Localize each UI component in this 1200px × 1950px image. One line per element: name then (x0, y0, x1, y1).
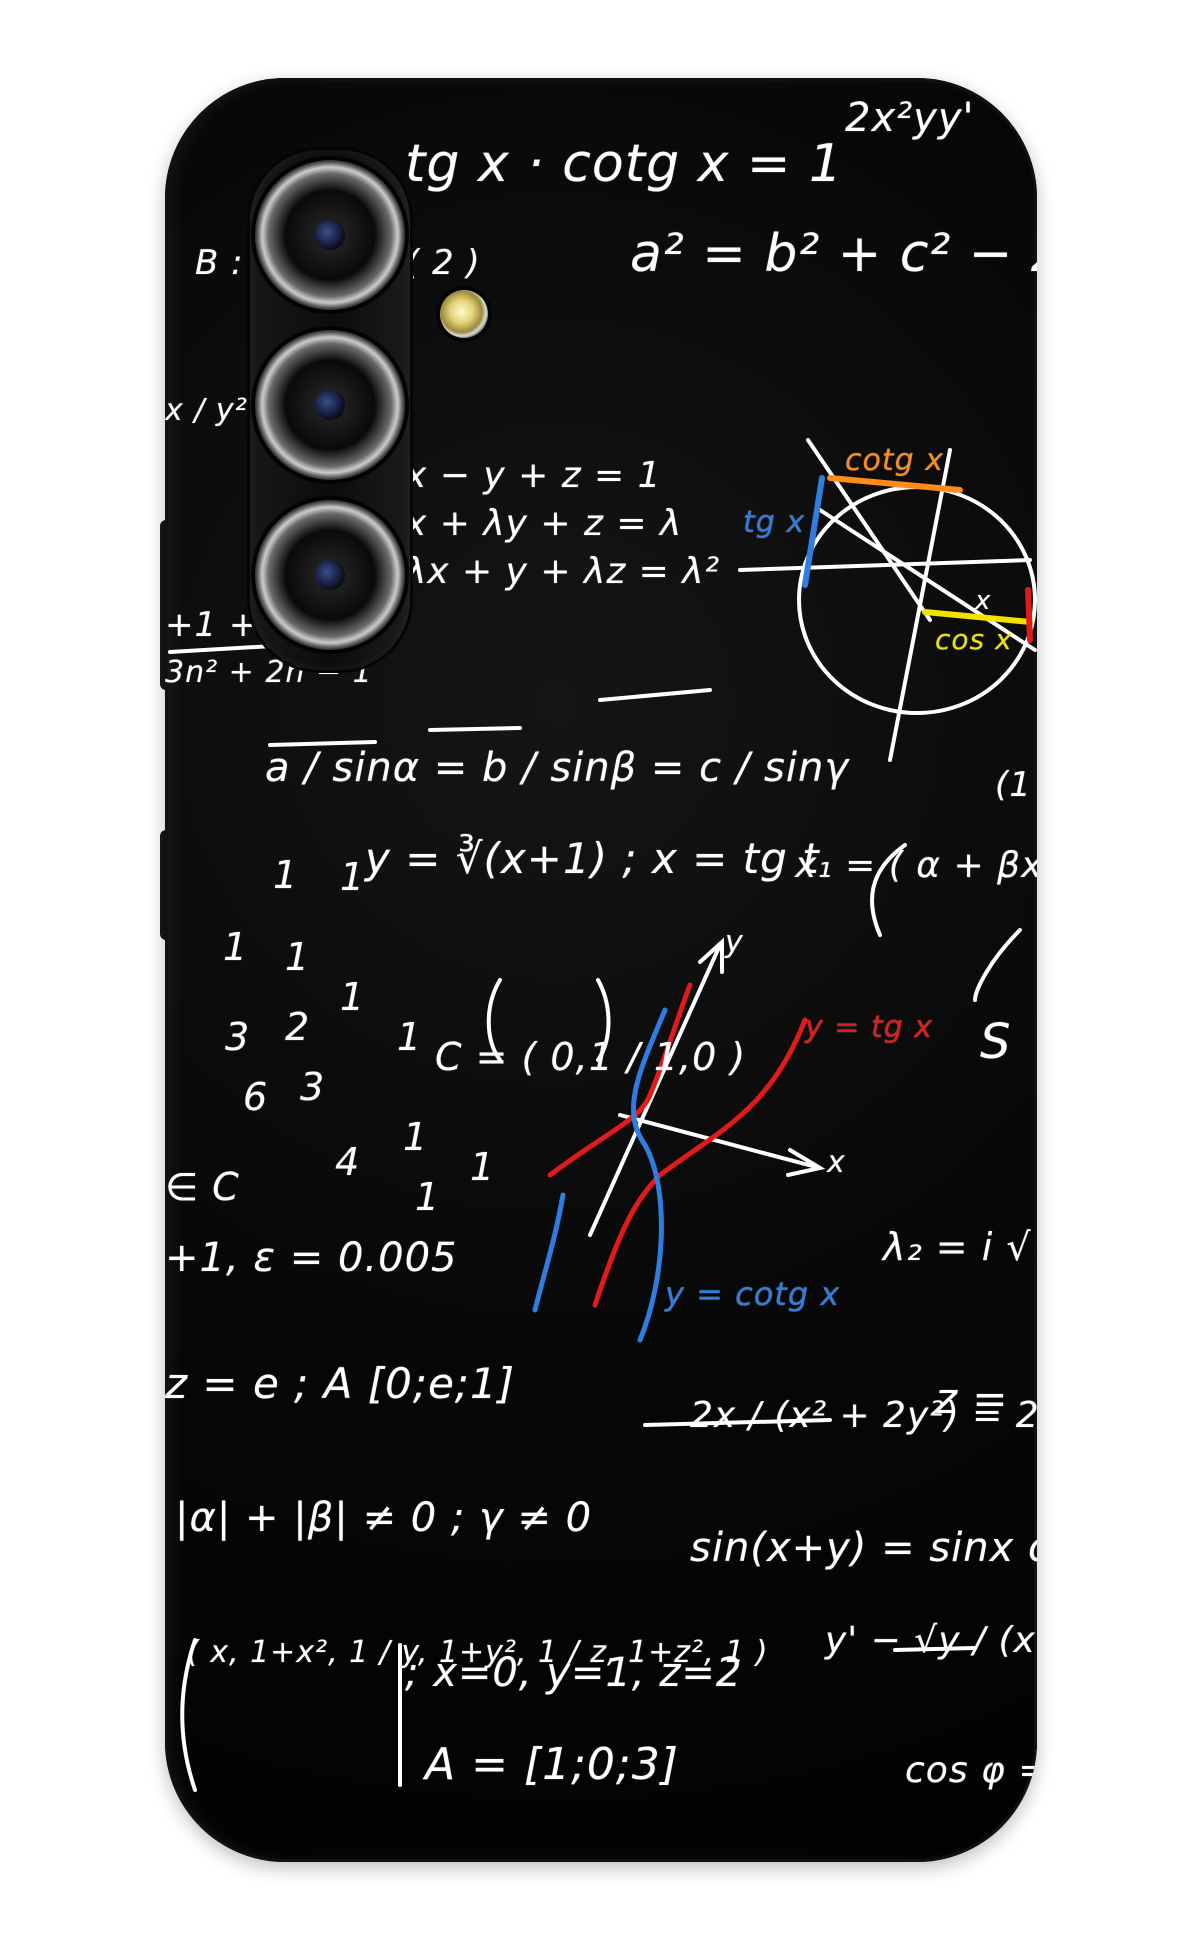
triangle-number: 1 (273, 853, 299, 897)
sine-bar-2 (428, 726, 522, 732)
label-cosx: cos x (935, 623, 1013, 656)
label-tgx: tg x (743, 505, 806, 540)
formula-fraction-2x: 2x / (x² + 2y²) = 2 (690, 1395, 1037, 1436)
graph-label-cotgx: y = cotg x (665, 1275, 841, 1313)
sin-segment (1025, 587, 1033, 643)
circle-diagonal-2 (818, 508, 1037, 652)
triangle-number: 1 (340, 855, 366, 899)
cotg-curve-2 (631, 1007, 668, 1343)
formula-a-vector: A = [1;0;3] (425, 1739, 679, 1790)
sine-bar-3 (598, 688, 712, 702)
triangle-number: 1 (340, 975, 366, 1019)
formula-lambda2: λ₂ = i √ (883, 1225, 1032, 1269)
formula-cos-phi: cos φ = (905, 1750, 1037, 1791)
x1-paren-right (973, 928, 1022, 1002)
camera-lens-middle (255, 330, 405, 480)
matrix-c-right (596, 978, 611, 1062)
formula-system-3: λx + y + λz = λ² (405, 551, 721, 592)
label-circle-paren: (1 (995, 765, 1032, 805)
formula-alpha-beta: |α| + |β| ≠ 0 ; γ ≠ 0 (175, 1495, 593, 1541)
triangle-number: 1 (223, 925, 249, 969)
formula-y-prime: y' − √y / (x+2) = (825, 1620, 1037, 1661)
camera-lens-top (255, 160, 405, 310)
triangle-number: 2 (285, 1005, 311, 1049)
phone-case: tg x · cotg x = 1 2x²yy' a² = b² + c² − … (165, 78, 1037, 1862)
cotg-curve-1 (532, 1192, 566, 1313)
cos-segment (922, 609, 1033, 625)
graph-y-arrow (698, 937, 724, 974)
triangle-number: 1 (285, 935, 311, 979)
circle-horizontal-axis (738, 558, 1032, 572)
formula-system-1: x − y + z = 1 (405, 455, 662, 496)
label-circle-x: x (975, 586, 992, 616)
graph-label-y: y (725, 925, 744, 960)
triangle-number: 1 (470, 1145, 496, 1189)
triangle-number: 3 (225, 1015, 251, 1059)
x1-paren (870, 843, 907, 937)
formula-xyz-values: ; x=0, y=1, z=2 (405, 1650, 743, 1696)
graph-y-axis (588, 943, 722, 1237)
unit-circle-diagram (738, 438, 1037, 762)
fraction-lines (168, 643, 1022, 1792)
triangle-number: 4 (335, 1140, 361, 1184)
triangle-number: 1 (415, 1175, 441, 1219)
function-graph (532, 937, 826, 1343)
triangle-number: 1 (403, 1115, 429, 1159)
formula-left-fraction: x / y²x (165, 393, 267, 428)
tg-curve-1 (547, 982, 693, 1178)
circle-diagonal-1 (806, 438, 932, 622)
graph-label-x: x (827, 1145, 846, 1180)
formula-sin-sum: sin(x+y) = sinx cosy (690, 1525, 1037, 1571)
triangle-number: 3 (300, 1065, 326, 1109)
tg-curve-2 (592, 1017, 808, 1308)
graph-x-axis (618, 1113, 822, 1170)
formula-tg-cotg: tg x · cotg x = 1 (405, 134, 844, 194)
chalk-drawings (168, 438, 1037, 1792)
fraction-2x-bar (643, 1418, 832, 1427)
tg-segment (802, 475, 825, 588)
cotg-segment (827, 475, 963, 493)
camera-flash (440, 290, 488, 338)
formula-z-right: z = (935, 1374, 1009, 1423)
matrix-x-left (180, 1638, 197, 1792)
graph-x-arrow (786, 1148, 826, 1177)
formula-series-top: +1 + (165, 605, 259, 645)
formula-s-right: S (980, 1014, 1012, 1070)
yprime-bar (893, 1646, 977, 1652)
camera-lens-bottom (255, 500, 405, 650)
formula-matrix-c: C = ( 0,1 / 1,0 ) (435, 1035, 747, 1079)
formula-top-right: 2x²yy' (845, 95, 975, 141)
camera-module (250, 150, 410, 670)
formula-epsilon: +1, ε = 0.005 (165, 1235, 458, 1281)
formula-law-of-cosines: a² = b² + c² − 2b (630, 224, 1037, 284)
triangle-number: 6 (243, 1075, 269, 1119)
graph-label-tgx: y = tg x (805, 1010, 934, 1045)
formula-law-of-sines: a / sinα = b / sinβ = c / sinγ (265, 745, 849, 791)
formula-x1: x₁ = ( α + βx / β² ) (795, 845, 1037, 886)
sine-bar-1 (268, 740, 377, 747)
triangle-number: 1 (397, 1015, 423, 1059)
formula-matrix-x: ( x, 1+x², 1 / y, 1+y², 1 / z, 1+z², 1 ) (187, 1635, 769, 1670)
formula-in-c: ∈ C (165, 1165, 240, 1209)
formula-z-equals: z = e ; A [0;e;1] (165, 1359, 516, 1408)
matrix-c-left (486, 978, 502, 1062)
formula-system-2: x + λy + z = λ (405, 503, 683, 544)
label-cotgx: cotg x (845, 443, 944, 478)
formula-cube-root: y = ∛(x+1) ; x = tg t (365, 834, 820, 883)
